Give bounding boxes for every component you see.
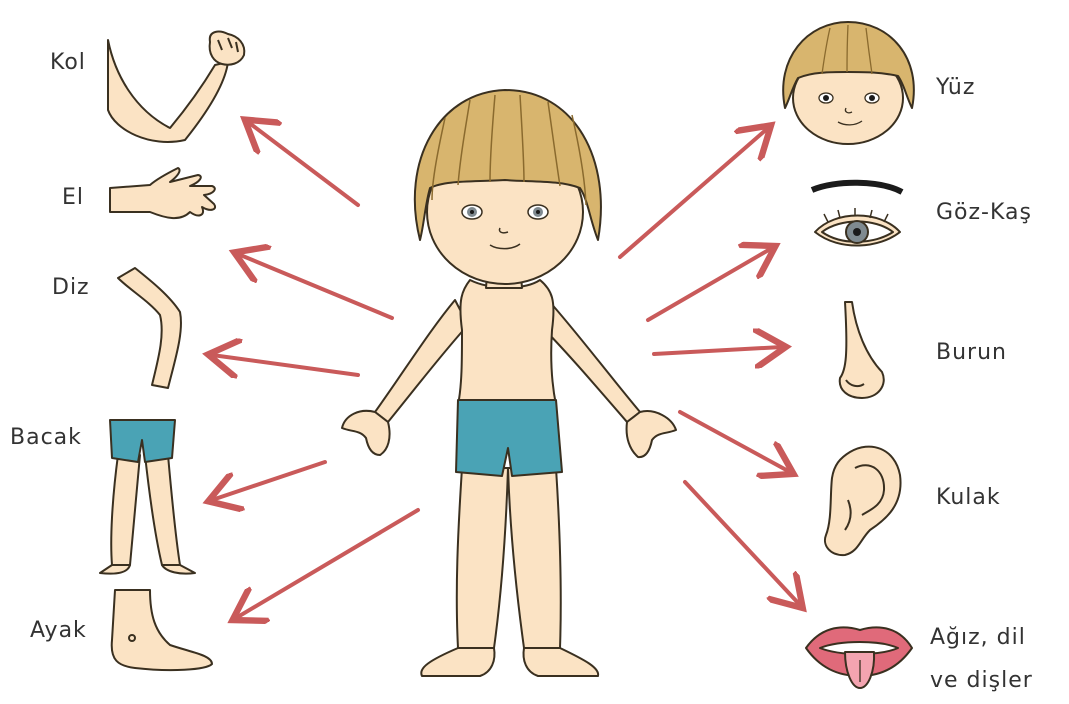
face-icon [783,22,914,144]
child-left-hand [342,411,390,455]
arrow-to-el [238,254,392,318]
arrow-to-yuz [620,128,768,257]
foot-icon [112,590,212,670]
knee-icon [118,268,181,388]
arrow-to-goz [648,248,772,320]
child-figure [342,90,676,676]
arrow-to-burun [654,347,782,354]
arrow-to-kol [248,122,358,205]
label-goz-kas: Göz-Kaş [936,200,1032,225]
label-el: El [62,185,84,210]
child-right-hand [627,411,676,457]
label-kulak: Kulak [936,485,1001,510]
label-diz: Diz [52,275,90,300]
child-right-foot [524,648,599,676]
arrow-to-agiz [685,482,800,605]
arrow-to-bacak [212,462,325,500]
child-right-leg [508,468,561,648]
label-agiz-line2: ve dişler [930,668,1033,693]
child-left-leg [457,468,508,648]
child-left-foot [421,648,494,676]
arrow-to-kulak [680,412,790,472]
hand-icon [110,168,215,218]
mouth-icon [806,627,912,688]
child-torso [458,280,556,405]
label-bacak: Bacak [10,425,82,450]
label-kol: Kol [50,50,86,75]
child-shorts [456,400,562,476]
label-burun: Burun [936,340,1007,365]
arm-icon [108,32,244,142]
arrow-to-diz [212,355,358,375]
leg-icon [100,420,195,574]
label-yuz: Yüz [936,75,975,100]
ear-icon [825,447,901,555]
label-agiz-line1: Ağız, dil [930,625,1026,650]
nose-icon [840,302,884,398]
eye-icon [812,183,902,246]
label-ayak: Ayak [30,618,87,643]
arrow-to-ayak [236,510,418,618]
